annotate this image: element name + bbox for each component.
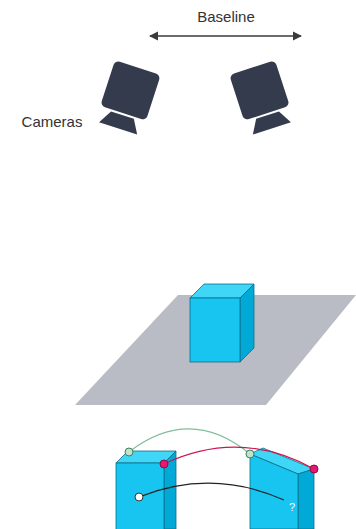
feature-point (310, 465, 318, 473)
correspondence-arc (164, 447, 314, 469)
ground-plane (75, 295, 356, 405)
correspondence-arc (129, 429, 250, 454)
correspondence-arc (139, 483, 284, 500)
scene-cube (190, 284, 254, 362)
group-label: Cameras (22, 113, 83, 130)
feature-point (246, 450, 254, 458)
camera-icon (95, 60, 160, 136)
right-view-cube (250, 448, 314, 529)
unknown-mark: ? (289, 501, 295, 514)
feature-point (135, 493, 143, 501)
camera-icon (229, 60, 294, 136)
axis-label: Baseline (197, 8, 255, 25)
feature-point (160, 460, 168, 468)
feature-point (125, 448, 133, 456)
baseline-arrow (150, 35, 301, 36)
left-view-cube (116, 451, 176, 529)
